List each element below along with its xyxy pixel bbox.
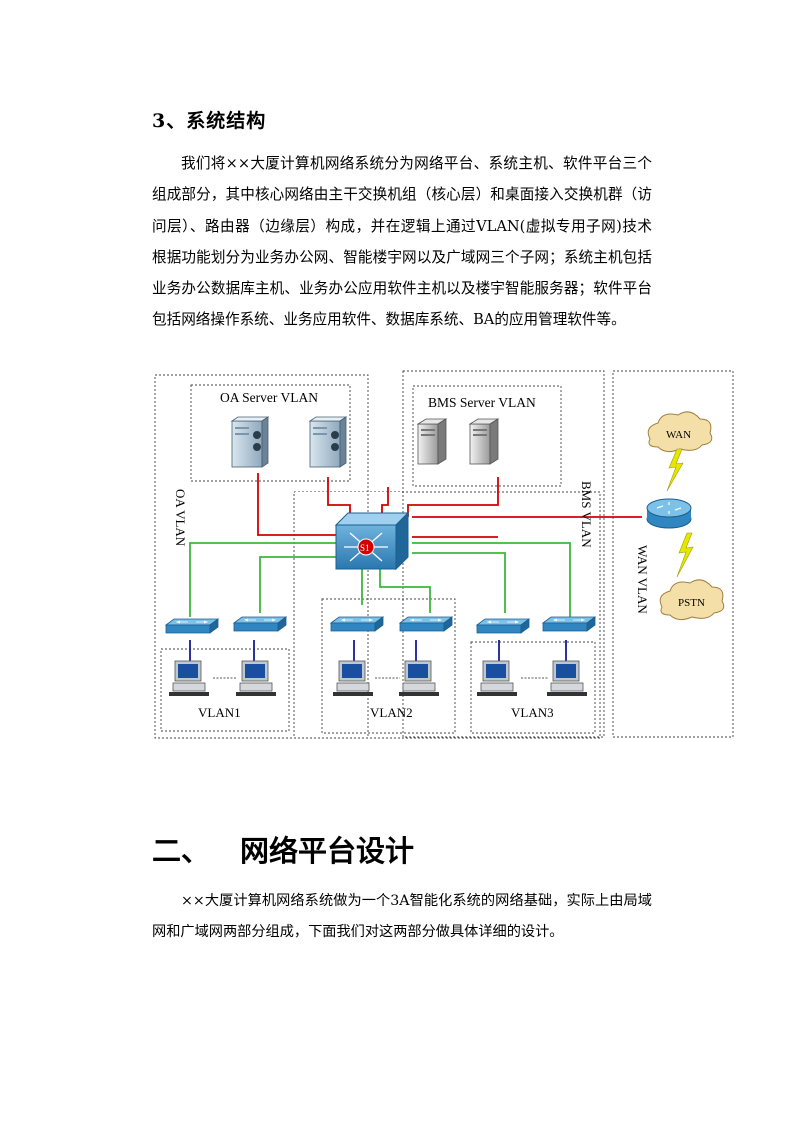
pc-links <box>189 640 567 661</box>
pc-vlan3-a <box>476 660 518 697</box>
access-switch-5 <box>476 618 530 634</box>
access-switch-2 <box>233 616 287 632</box>
oa-server-vlan-label: OA Server VLAN <box>220 390 318 405</box>
uplink-lines <box>257 473 642 538</box>
pc-vlan1-a <box>168 660 210 697</box>
access-switch-1 <box>165 618 219 634</box>
core-switch: S1 <box>334 511 410 571</box>
paragraph-system-structure: 我们将××大厦计算机网络系统分为网络平台、系统主机、软件平台三个组成部分，其中核… <box>152 155 652 329</box>
chapter-title: 网络平台设计 <box>240 834 415 868</box>
pc-vlan2-a <box>332 660 374 697</box>
chapter-number: 二、 <box>152 834 211 868</box>
bms-server-2 <box>469 418 499 465</box>
wan-vlan-label: WAN VLAN <box>635 545 650 614</box>
vlan3-label: VLAN3 <box>511 705 554 720</box>
access-switch-6 <box>542 616 596 632</box>
pstn-cloud-label: PSTN <box>678 597 705 609</box>
vlan1-label: VLAN1 <box>198 705 241 720</box>
network-topology-diagram: OA Server VLAN BMS Server VLAN OA VLAN B… <box>154 370 734 739</box>
vlan1-box <box>160 648 290 732</box>
core-switch-label: S1 <box>360 543 370 553</box>
wan-router <box>646 498 692 529</box>
bms-server-vlan-box <box>412 385 562 487</box>
bms-server-1 <box>417 418 447 465</box>
bms-top-region <box>402 370 605 738</box>
access-switch-3 <box>330 616 384 632</box>
vlan2-label: VLAN2 <box>370 705 413 720</box>
section-heading: 3、系统结构 <box>152 110 267 132</box>
pc-vlan2-b <box>398 660 440 697</box>
wan-cloud-label: WAN <box>666 429 691 441</box>
chapter-heading: 二、网络平台设计 <box>152 828 414 870</box>
access-switch-4 <box>399 616 453 632</box>
bms-vlan-label: BMS VLAN <box>579 481 594 548</box>
oa-server-vlan-box <box>190 384 351 482</box>
wan-vlan-region <box>612 370 734 738</box>
oa-server-1 <box>231 416 269 468</box>
bms-server-vlan-label: BMS Server VLAN <box>428 395 536 410</box>
oa-server-2 <box>309 416 347 468</box>
vlan2-box <box>321 598 456 734</box>
access-lines <box>189 542 571 617</box>
vlan3-box <box>470 641 596 734</box>
pc-vlan3-b <box>546 660 588 697</box>
lightning-icons <box>666 448 694 578</box>
oa-vlan-label: OA VLAN <box>173 489 188 547</box>
paragraph-network-platform: ××大厦计算机网络系统做为一个3A智能化系统的网络基础，实际上由局域网和广域网两… <box>152 893 652 941</box>
bms-vlan-region <box>293 491 601 739</box>
pstn-cloud: PSTN <box>659 579 725 621</box>
pc-vlan1-b <box>235 660 277 697</box>
wan-cloud: WAN <box>647 411 713 453</box>
